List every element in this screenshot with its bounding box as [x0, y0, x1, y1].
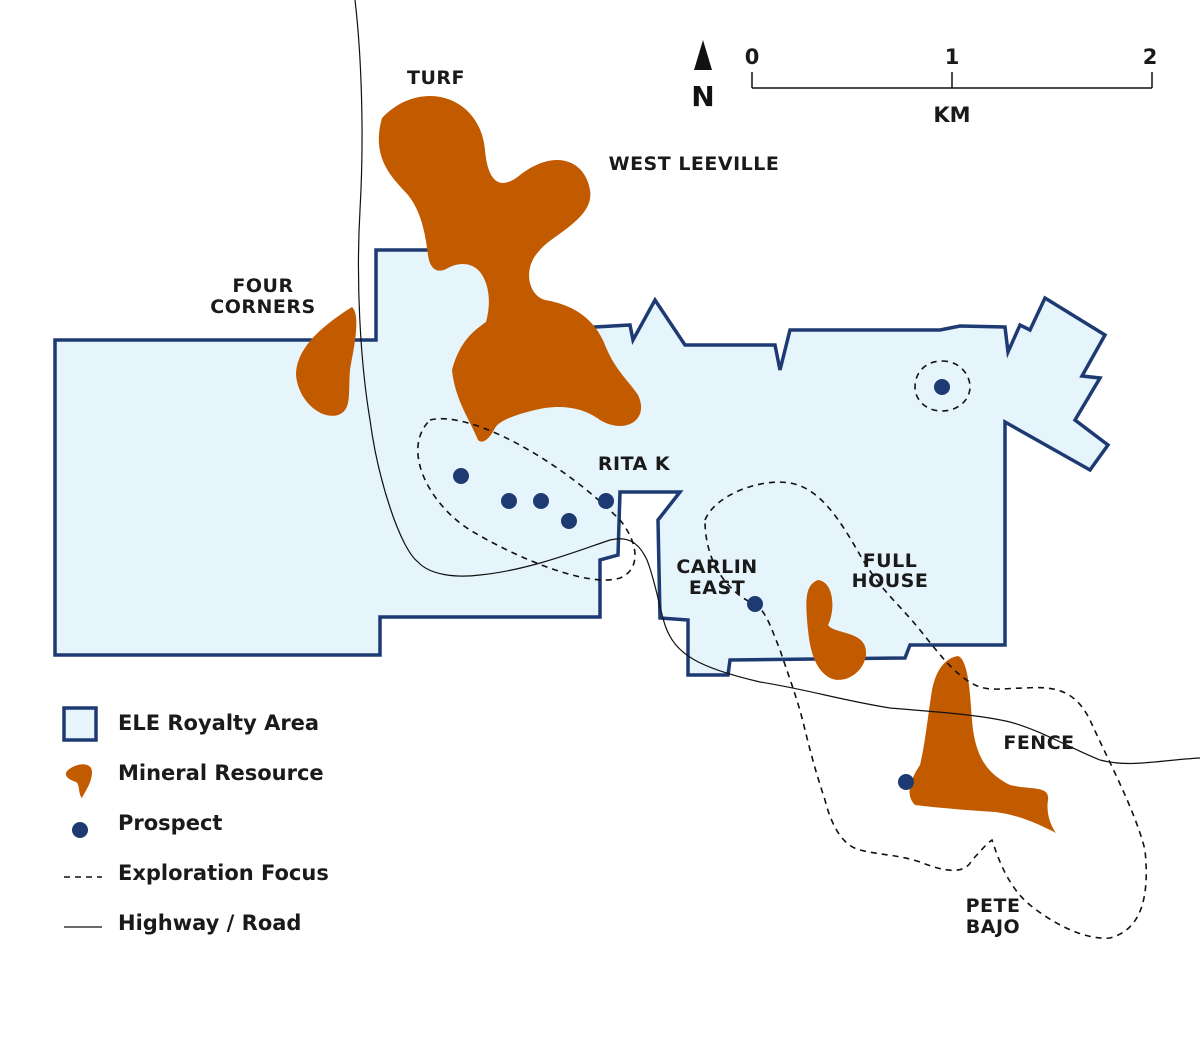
legend-resource-swatch	[65, 764, 92, 798]
scale-tick-2: 2	[1143, 45, 1158, 69]
exploration-focus-rita-k	[417, 418, 636, 581]
label-west-leeville: WEST LEEVILLE	[609, 153, 780, 175]
prospect-dot	[453, 468, 469, 484]
prospect-dot	[934, 379, 950, 395]
legend-prospect-swatch	[72, 822, 88, 838]
resource-full-house	[806, 580, 867, 680]
legend-resource-label: Mineral Resource	[118, 761, 324, 785]
label-four-corners-line2: CORNERS	[210, 296, 315, 318]
prospect-dot	[598, 493, 614, 509]
label-carlin-east-line1: CARLIN	[676, 556, 757, 578]
scale-unit: KM	[933, 103, 970, 127]
legend-exploration-label: Exploration Focus	[118, 861, 329, 885]
legend-road-label: Highway / Road	[118, 911, 301, 935]
resource-turf-west-leeville	[378, 96, 642, 442]
label-full-house-line1: FULL	[863, 550, 918, 572]
label-full-house-line2: HOUSE	[852, 570, 929, 592]
prospect-dot	[501, 493, 517, 509]
legend-royalty-label: ELE Royalty Area	[118, 711, 319, 735]
legend-prospect-label: Prospect	[118, 811, 222, 835]
legend: ELE Royalty Area Mineral Resource Prospe…	[62, 706, 329, 935]
resource-four-corners	[296, 307, 357, 416]
north-arrow: N	[691, 40, 715, 113]
north-arrow-icon	[694, 40, 712, 70]
prospect-dot	[533, 493, 549, 509]
scale-tick-1: 1	[945, 45, 960, 69]
label-turf: TURF	[407, 67, 465, 89]
prospect-dot	[898, 774, 914, 790]
prospect-dot	[561, 513, 577, 529]
scale-tick-0: 0	[745, 45, 760, 69]
scale-bar: 0 1 2 KM	[745, 45, 1158, 127]
label-carlin-east-line2: EAST	[689, 577, 745, 599]
resource-fence	[909, 656, 1056, 833]
label-four-corners-line1: FOUR	[232, 275, 293, 297]
label-pete-bajo-line2: BAJO	[966, 916, 1020, 938]
north-label: N	[691, 80, 714, 113]
legend-royalty-swatch	[62, 706, 98, 742]
label-pete-bajo-line1: PETE	[966, 895, 1021, 917]
label-fence: FENCE	[1003, 732, 1074, 754]
exploration-focus-carlin-east	[704, 481, 1148, 939]
label-rita-k: RITA K	[598, 453, 671, 475]
prospect-dot	[747, 596, 763, 612]
highway-road	[354, 0, 1200, 765]
exploration-focus-prospect-ne	[914, 360, 971, 412]
